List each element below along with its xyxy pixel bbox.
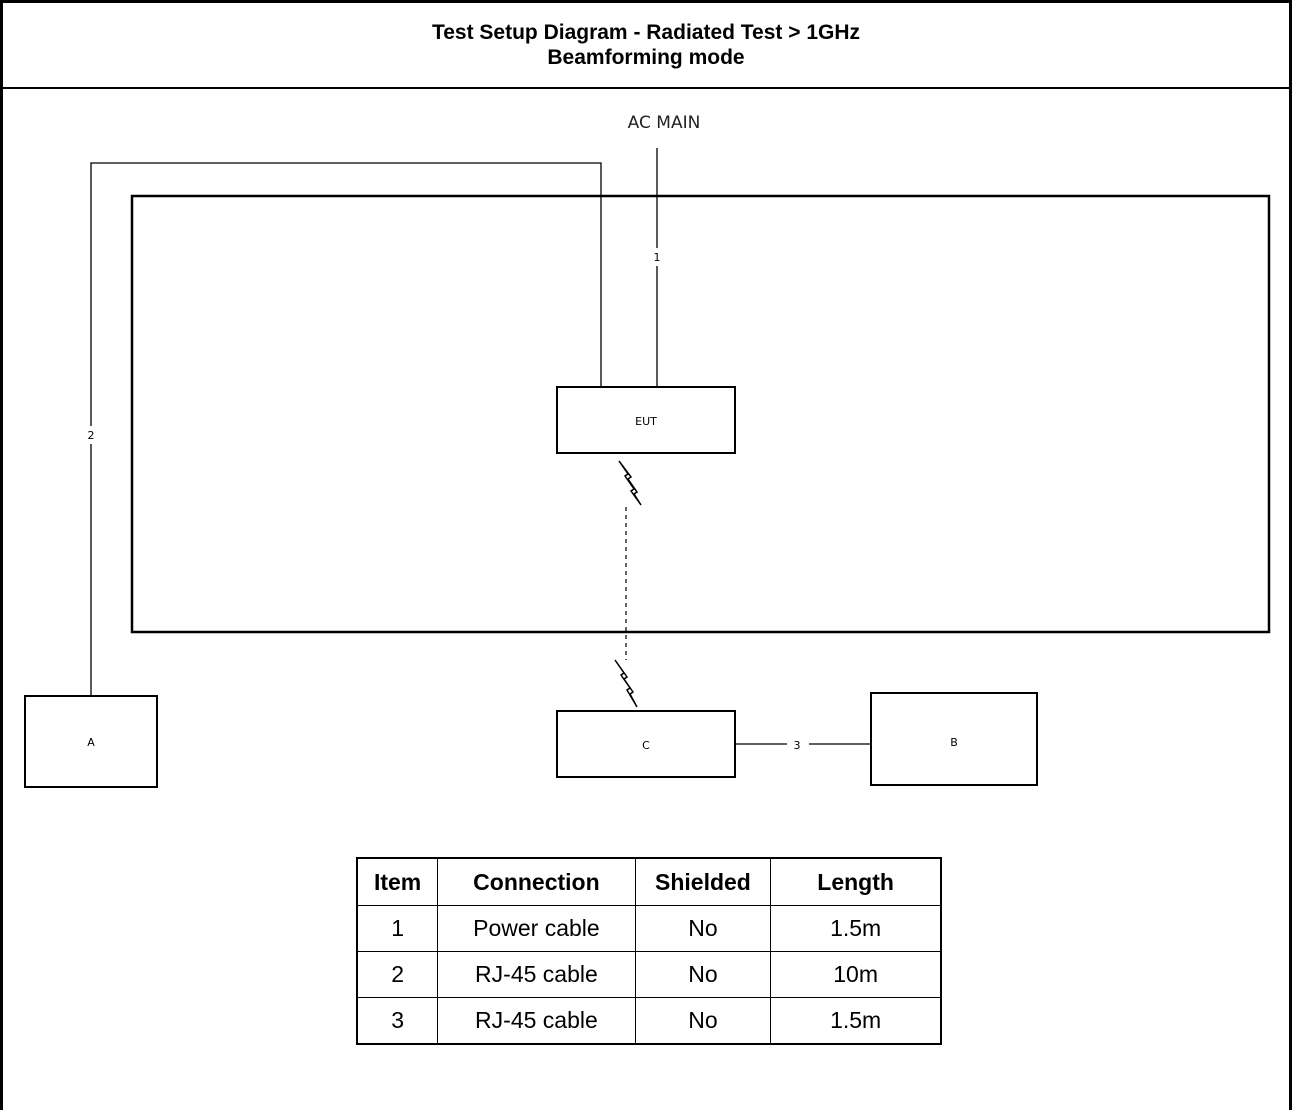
- cell-item: 3: [356, 997, 439, 1045]
- cable-table: Item Connection Shielded Length 1 Power …: [356, 857, 943, 1045]
- a-box: [24, 695, 158, 788]
- header-connection: Connection: [437, 857, 636, 906]
- wireless-signal-icon-c: [614, 659, 638, 708]
- cable-1-label: 1: [654, 251, 661, 264]
- ac-main-label: AC MAIN: [628, 113, 701, 133]
- cable-3-label-bg: [787, 736, 809, 752]
- eut-label: EUT: [635, 415, 657, 428]
- table-row: 3 RJ-45 cable No 1.5m: [356, 997, 943, 1045]
- cell-shielded: No: [634, 951, 772, 998]
- a-label: A: [87, 736, 95, 749]
- wireless-signal-icon: [618, 460, 642, 506]
- cable-1-label-bg: [650, 248, 664, 266]
- test-table-outline: [130, 194, 1271, 634]
- cell-length: 1.5m: [770, 997, 943, 1045]
- eut-box: [556, 386, 736, 454]
- cable-2-line: [90, 162, 602, 696]
- cell-length: 1.5m: [770, 905, 943, 952]
- cable-3-label: 3: [794, 739, 801, 752]
- cell-connection: Power cable: [437, 905, 636, 952]
- cell-connection: RJ-45 cable: [437, 951, 636, 998]
- c-label: C: [642, 739, 650, 752]
- cell-connection: RJ-45 cable: [437, 997, 636, 1045]
- table-header-row: Item Connection Shielded Length: [356, 857, 943, 906]
- diagram-subtitle: Beamforming mode: [547, 46, 745, 69]
- header-item: Item: [356, 857, 439, 906]
- cell-shielded: No: [634, 905, 772, 952]
- diagram-title: Test Setup Diagram - Radiated Test > 1GH…: [431, 21, 861, 44]
- diagram-header: Test Setup Diagram - Radiated Test > 1GH…: [0, 0, 1292, 89]
- table-row: 2 RJ-45 cable No 10m: [356, 951, 943, 998]
- cell-item: 2: [356, 951, 439, 998]
- header-shielded: Shielded: [634, 857, 772, 906]
- cable-2-label: 2: [88, 429, 95, 442]
- cell-shielded: No: [634, 997, 772, 1045]
- b-label: B: [950, 736, 958, 749]
- cell-length: 10m: [770, 951, 943, 998]
- cable-2-label-bg: [84, 426, 98, 444]
- header-length: Length: [770, 857, 943, 906]
- table-row: 1 Power cable No 1.5m: [356, 905, 943, 952]
- cell-item: 1: [356, 905, 439, 952]
- b-box: [870, 692, 1038, 786]
